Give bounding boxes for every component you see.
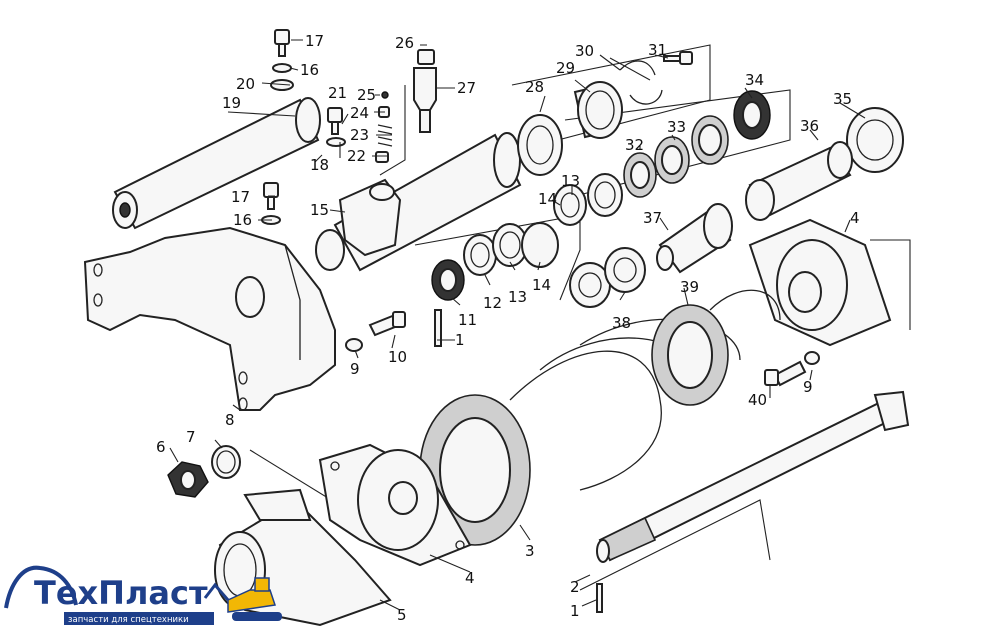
nut-and-washer-6-7 xyxy=(167,445,241,498)
cap-and-sleeve-35-36 xyxy=(745,107,904,221)
bolt-washer-set-top xyxy=(261,29,294,225)
label-3: 3 xyxy=(525,542,535,560)
bolt-washer-set-mid xyxy=(326,49,437,163)
label-19: 19 xyxy=(222,94,241,112)
label-22: 22 xyxy=(347,147,366,165)
label-1a: 1 xyxy=(455,331,465,349)
label-27: 27 xyxy=(457,79,476,97)
label-7: 7 xyxy=(186,428,196,446)
housing-part-15 xyxy=(315,132,522,272)
bushing-parts-28-29 xyxy=(517,81,623,176)
label-1b: 1 xyxy=(570,602,580,620)
label-5: 5 xyxy=(397,606,407,624)
label-37: 37 xyxy=(643,209,662,227)
label-18: 18 xyxy=(310,156,329,174)
tie-rod-part-2 xyxy=(596,390,910,613)
label-13a: 13 xyxy=(561,172,580,190)
bolt-part-10 xyxy=(345,309,442,352)
label-33: 33 xyxy=(667,118,686,136)
label-6: 6 xyxy=(156,438,166,456)
excavator-icon xyxy=(203,577,282,621)
label-11: 11 xyxy=(458,311,477,329)
label-32: 32 xyxy=(625,136,644,154)
rings-parts-11-14 xyxy=(431,173,623,301)
cylinder-part-19 xyxy=(112,97,321,230)
label-leaders xyxy=(169,39,866,611)
label-9b: 9 xyxy=(803,378,813,396)
label-17a: 17 xyxy=(305,32,324,50)
logo-tagline: запчасти для спецтехники xyxy=(68,615,189,625)
label-26: 26 xyxy=(395,34,414,52)
label-9a: 9 xyxy=(350,360,360,378)
label-40: 40 xyxy=(748,391,767,409)
seal-parts-32-33-34 xyxy=(623,90,771,198)
label-15: 15 xyxy=(310,201,329,219)
logo-name: ТехПласт xyxy=(34,574,208,612)
bracket-part-8 xyxy=(83,226,336,411)
label-10: 10 xyxy=(388,348,407,366)
label-38: 38 xyxy=(612,314,631,332)
flange-part-4-right xyxy=(748,218,892,347)
label-16b: 16 xyxy=(233,211,252,229)
flange-part-4-left xyxy=(318,443,472,567)
label-14b: 14 xyxy=(532,276,551,294)
label-12: 12 xyxy=(483,294,502,312)
label-31: 31 xyxy=(648,41,667,59)
label-35: 35 xyxy=(833,90,852,108)
label-24: 24 xyxy=(350,104,369,122)
label-2: 2 xyxy=(570,578,580,596)
label-34: 34 xyxy=(745,71,764,89)
logo-tagline-bar xyxy=(64,612,214,625)
label-39: 39 xyxy=(680,278,699,296)
label-4b: 4 xyxy=(850,209,860,227)
label-14a: 14 xyxy=(538,190,557,208)
label-21: 21 xyxy=(328,84,347,102)
techplast-logo: ТехПласт запчасти для спецтехники xyxy=(4,565,282,625)
label-25: 25 xyxy=(357,86,376,104)
label-28: 28 xyxy=(525,78,544,96)
logo-arc-icon xyxy=(4,565,78,609)
label-13b: 13 xyxy=(508,288,527,306)
inner-spring-part-39 xyxy=(651,289,781,406)
label-17b: 17 xyxy=(231,188,250,206)
clamp-parts-30-31 xyxy=(619,51,693,105)
label-8: 8 xyxy=(225,411,235,429)
bolt-part-40 xyxy=(764,351,820,387)
part-labels: 17 16 20 19 21 18 25 24 23 22 26 27 28 2… xyxy=(156,32,860,624)
label-36: 36 xyxy=(800,117,819,135)
label-20: 20 xyxy=(236,75,255,93)
label-4a: 4 xyxy=(465,569,475,587)
label-29: 29 xyxy=(556,59,575,77)
label-23: 23 xyxy=(350,126,369,144)
label-30: 30 xyxy=(575,42,594,60)
label-16a: 16 xyxy=(300,61,319,79)
